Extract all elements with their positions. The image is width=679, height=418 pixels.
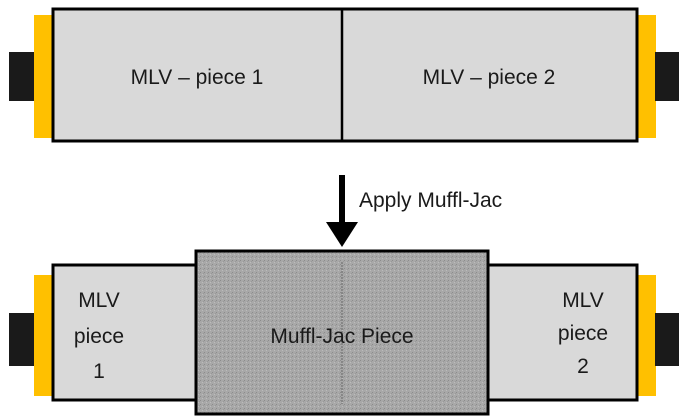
- top-assembly: MLV – piece 1 MLV – piece 2: [9, 7, 679, 143]
- arrow-head: [326, 222, 358, 247]
- top-piece-1-label: MLV – piece 1: [131, 66, 264, 89]
- right-piece-label-line-2: piece: [558, 322, 608, 345]
- bottom-right-flange: [636, 275, 656, 396]
- muffl-jac-piece-label: Muffl-Jac Piece: [270, 325, 413, 348]
- bottom-left-flange: [34, 275, 54, 396]
- bottom-assembly: MLV piece 1 Muffl-Jac Piece MLV piece 2: [9, 249, 679, 416]
- top-mlv-pipe: [51, 7, 639, 143]
- top-right-flange: [636, 15, 656, 138]
- top-left-flange: [34, 15, 54, 138]
- arrow-label: Apply Muffl-Jac: [359, 189, 502, 212]
- top-piece-2-label: MLV – piece 2: [423, 66, 556, 89]
- bottom-left-stub: [9, 313, 35, 366]
- bottom-right-stub: [655, 313, 679, 366]
- top-left-stub: [9, 52, 35, 101]
- left-piece-label-line-3: 1: [93, 360, 105, 383]
- right-piece-label-line-1: MLV: [562, 289, 604, 312]
- left-piece-label-line-2: piece: [74, 325, 124, 348]
- left-piece-label-line-1: MLV: [78, 289, 120, 312]
- apply-arrow: Apply Muffl-Jac: [326, 175, 502, 247]
- top-right-stub: [655, 52, 679, 101]
- right-piece-label-line-3: 2: [577, 355, 589, 378]
